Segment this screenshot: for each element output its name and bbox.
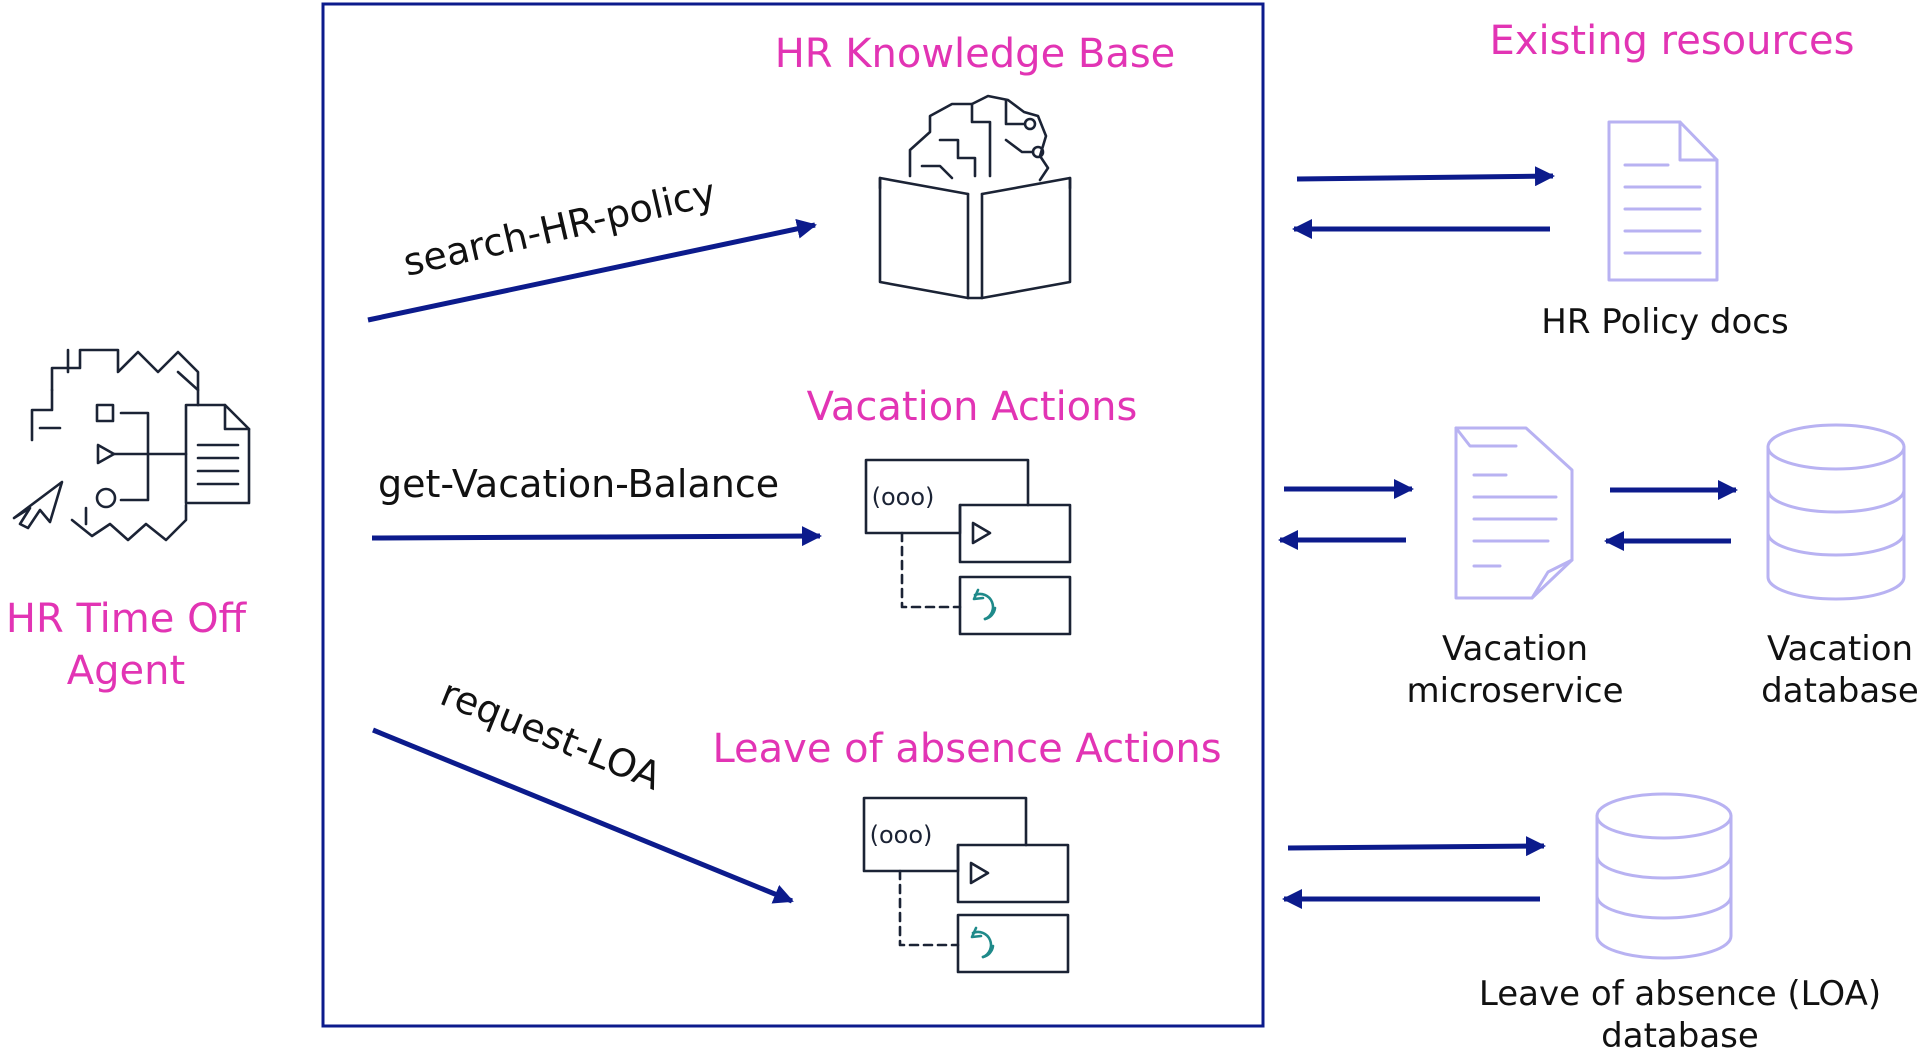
- vacation-database-label-line2: database: [1761, 671, 1919, 711]
- arrow-request-loa: [372, 727, 794, 904]
- vacation-action-group-glyph: (ooo): [872, 483, 935, 511]
- vacation-database-label-line1: Vacation: [1767, 629, 1913, 669]
- loa-action-group-glyph: (ooo): [870, 821, 933, 849]
- label-get-vacation-balance: get-Vacation-Balance: [378, 462, 779, 506]
- loa-action-group-icon: [862, 796, 1070, 974]
- agent-name-line1: HR Time Off: [6, 596, 248, 642]
- vacation-action-group-icon: [864, 458, 1072, 636]
- loa-database-icon: [1595, 792, 1733, 960]
- policy-document-icon: [1607, 120, 1719, 282]
- vacation-microservice-label-line1: Vacation: [1442, 629, 1588, 669]
- brain-book-icon: [878, 94, 1072, 300]
- agent-name-line2: Agent: [67, 648, 185, 694]
- vacation-actions-title: Vacation Actions: [807, 384, 1138, 430]
- agent-scope-frame: [321, 2, 1265, 1028]
- arrow-kb-to-policy-docs: [1296, 166, 1555, 187]
- loa-database-label-line1: Leave of absence (LOA): [1479, 974, 1881, 1014]
- knowledge-base-title: HR Knowledge Base: [775, 31, 1176, 77]
- loa-actions-title: Leave of absence Actions: [712, 726, 1221, 772]
- loa-database-label-line2: database: [1601, 1016, 1759, 1053]
- arrow-get-vacation-balance: [371, 526, 822, 547]
- existing-resources-title: Existing resources: [1490, 18, 1855, 64]
- arrow-loa-actions-to-loa-db: [1287, 836, 1546, 857]
- agent-workflow-icon: [12, 348, 251, 542]
- vacation-database-icon: [1766, 423, 1906, 601]
- label-search-hr-policy: search-HR-policy: [399, 170, 720, 285]
- microservice-document-icon: [1454, 426, 1574, 600]
- vacation-microservice-label-line2: microservice: [1406, 671, 1623, 711]
- label-request-loa: request-LOA: [435, 671, 668, 799]
- policy-docs-label: HR Policy docs: [1541, 302, 1788, 342]
- arrow-search-hr-policy: [367, 218, 817, 323]
